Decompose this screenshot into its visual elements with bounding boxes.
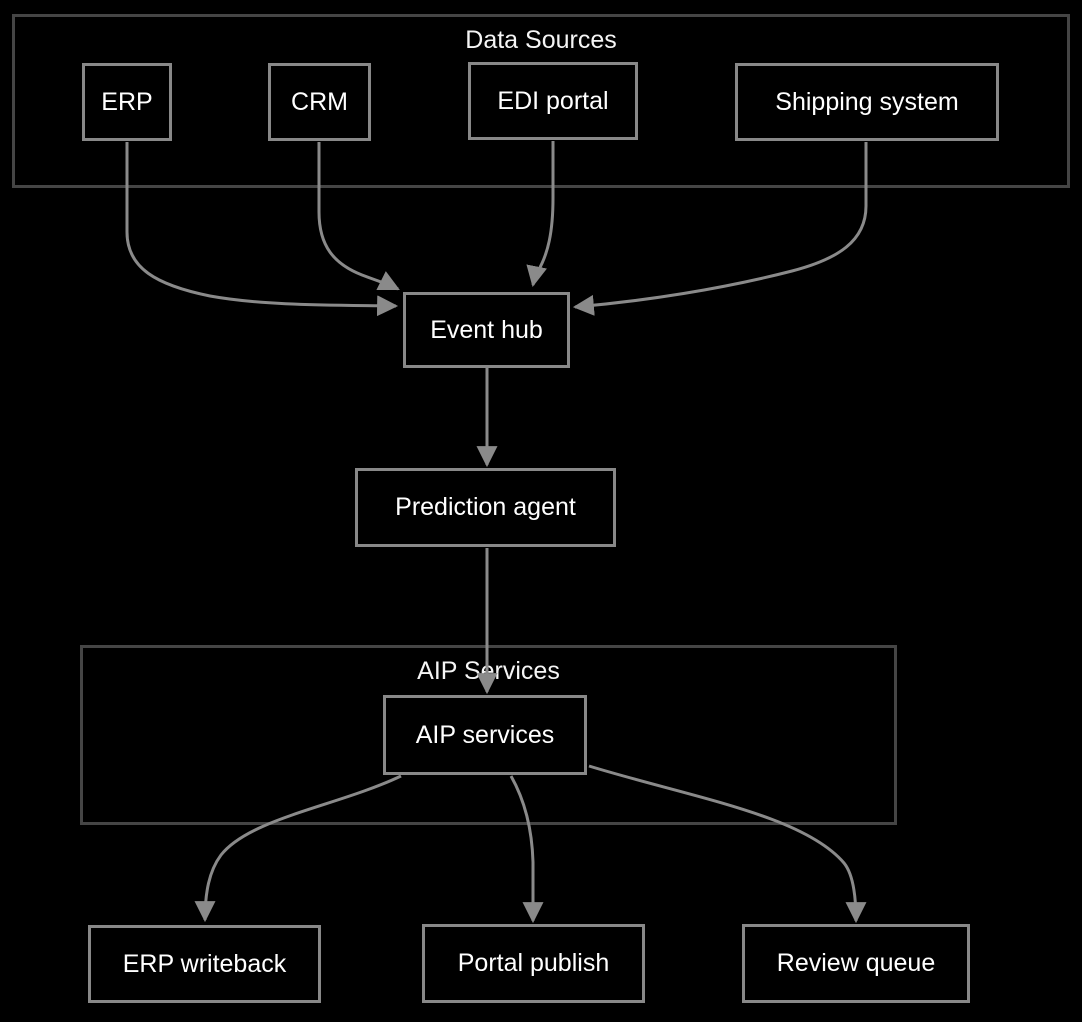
node-erp: ERP [82,63,172,141]
node-event-hub: Event hub [403,292,570,368]
node-review-queue: Review queue [742,924,970,1003]
cluster-data-sources-label: Data Sources [465,26,617,54]
node-prediction-agent: Prediction agent [355,468,616,547]
node-shipping-system: Shipping system [735,63,999,141]
node-erp-writeback: ERP writeback [88,925,321,1003]
node-edi-portal: EDI portal [468,62,638,140]
node-portal-publish: Portal publish [422,924,645,1003]
node-crm: CRM [268,63,371,141]
node-aip-services: AIP services [383,695,587,775]
cluster-aip-services-label: AIP Services [417,657,560,685]
